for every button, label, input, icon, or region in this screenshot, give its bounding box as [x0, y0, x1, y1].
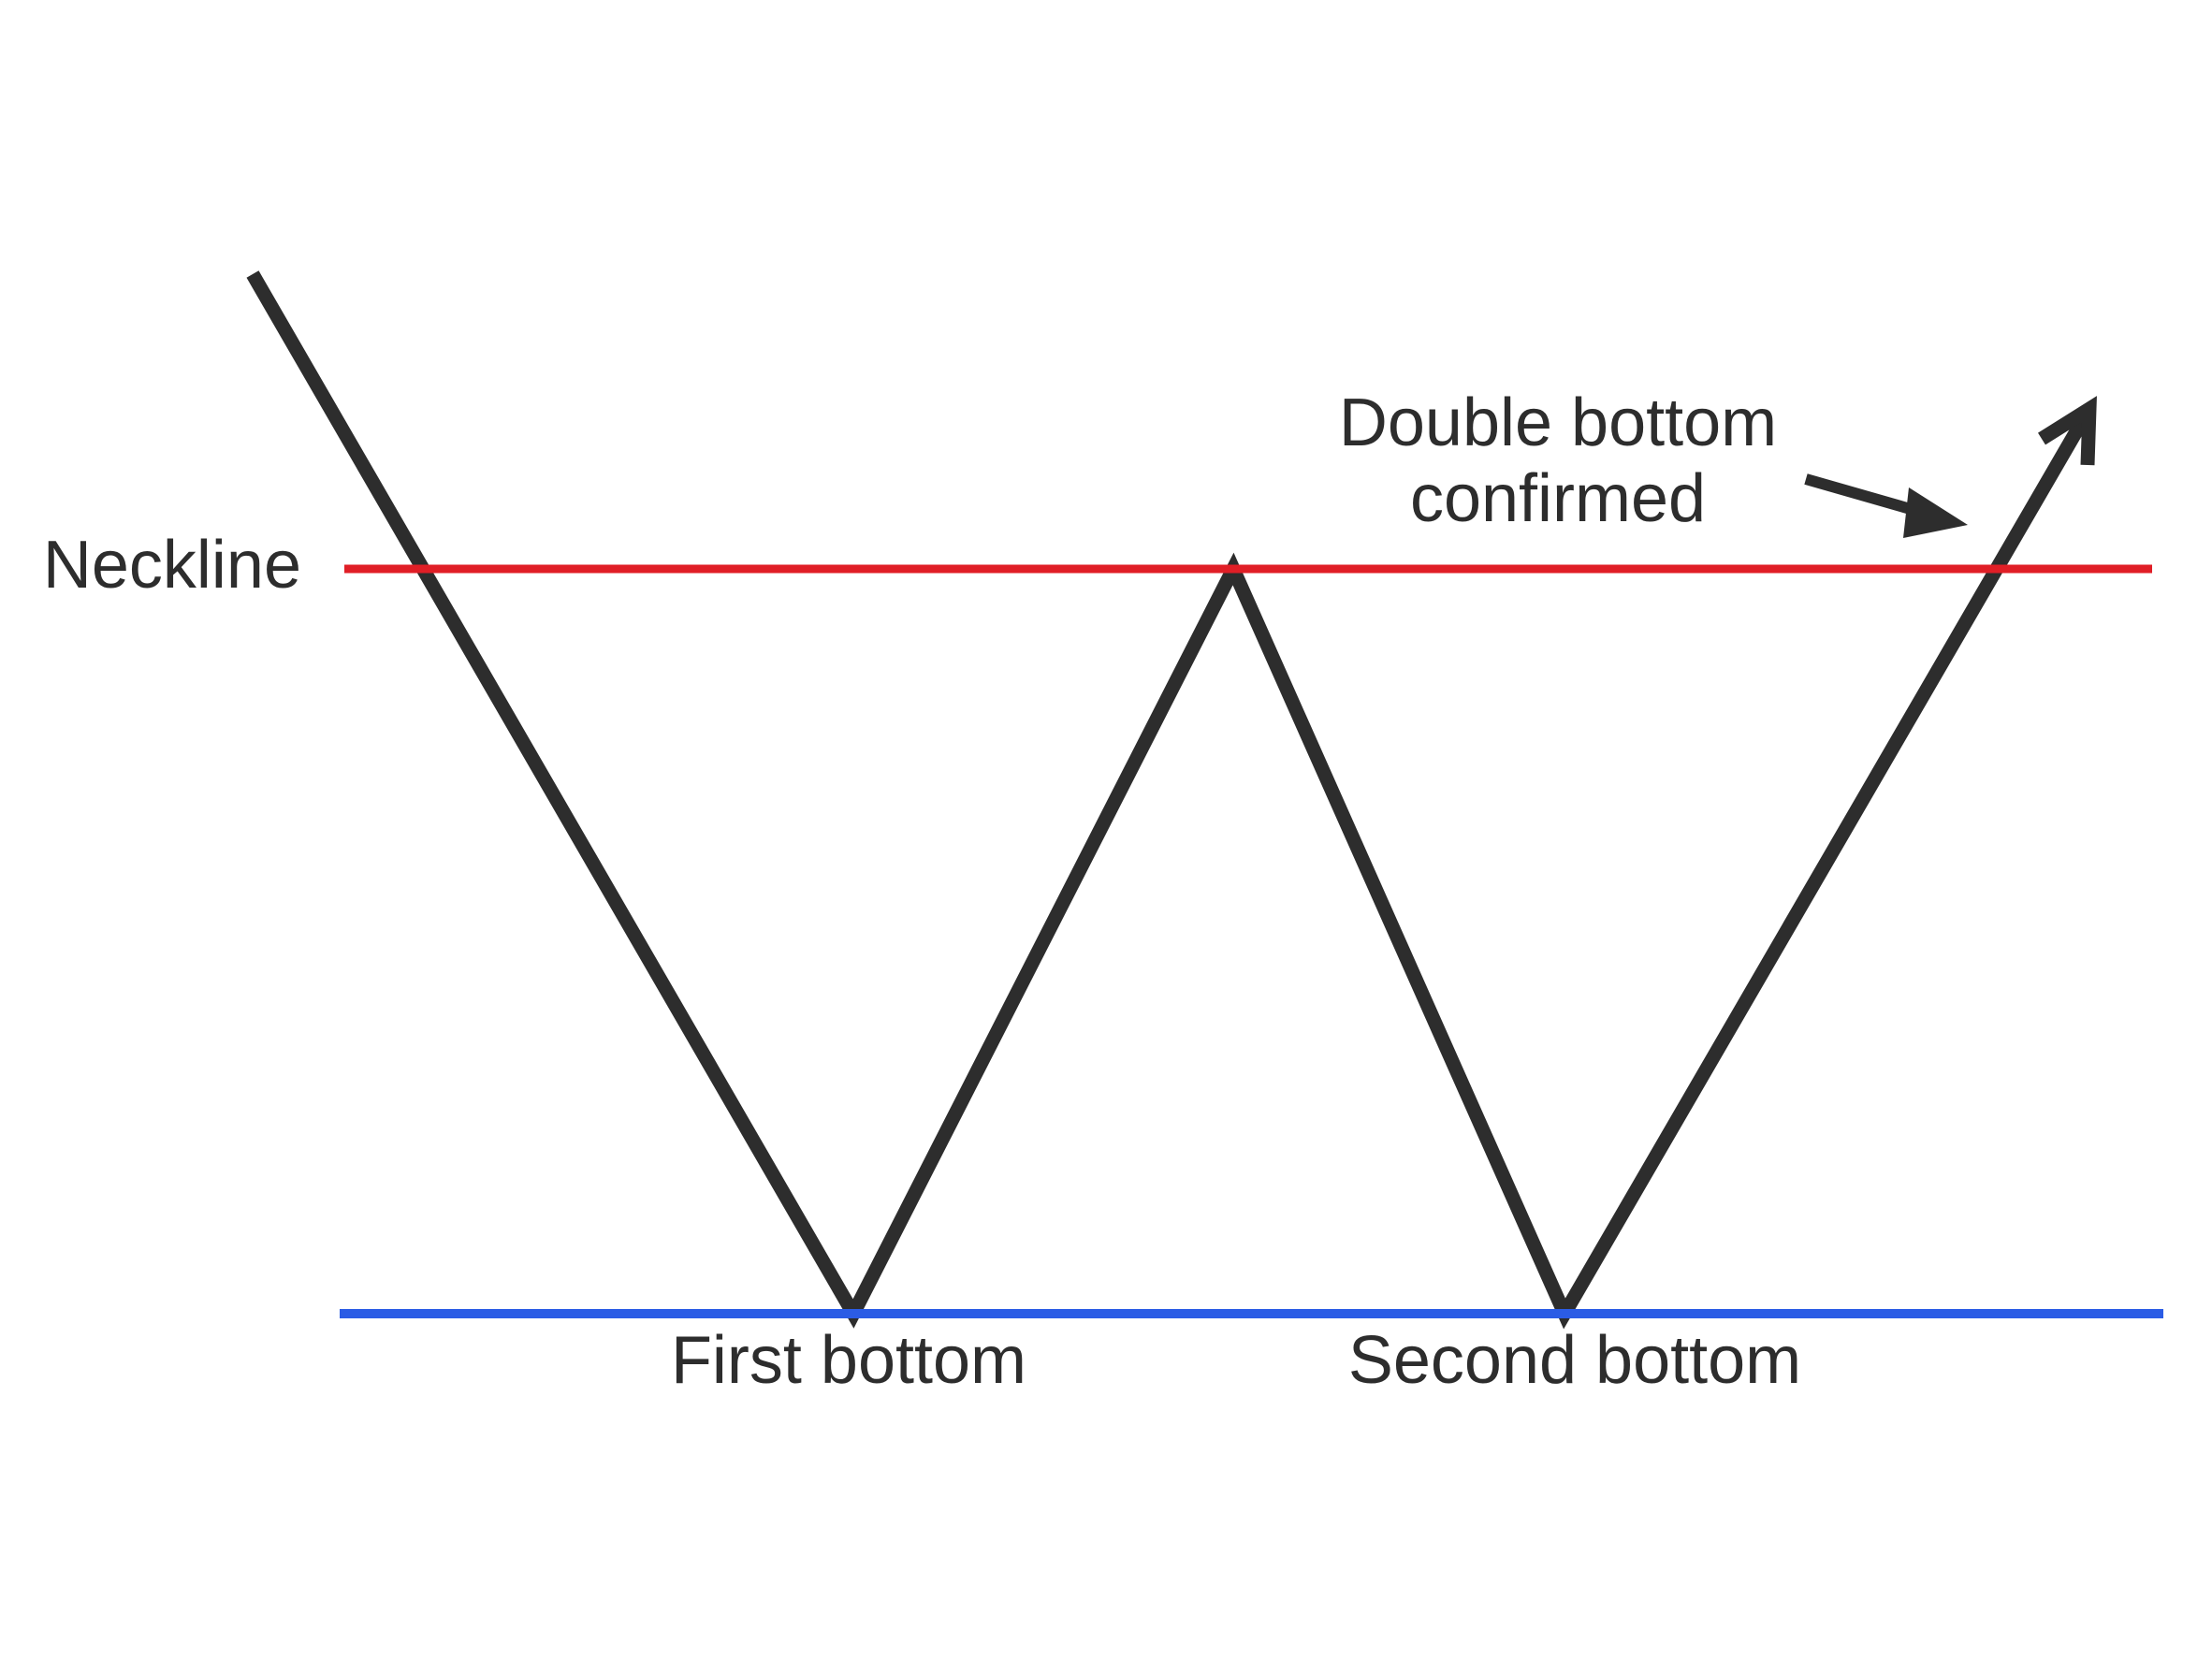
first-bottom-label: First bottom [671, 1323, 1026, 1398]
neckline-label: Neckline [43, 528, 301, 603]
annotation-text-line2: confirmed [1410, 461, 1706, 536]
annotation-text-line1: Double bottom [1339, 385, 1777, 460]
price-line [246, 270, 2096, 1330]
second-bottom-label: Second bottom [1348, 1323, 1801, 1398]
annotation-arrowhead-icon [1903, 487, 1968, 538]
annotation-arrow-shaft [1804, 473, 1922, 517]
price-line-arrowhead-icon [2038, 396, 2097, 466]
